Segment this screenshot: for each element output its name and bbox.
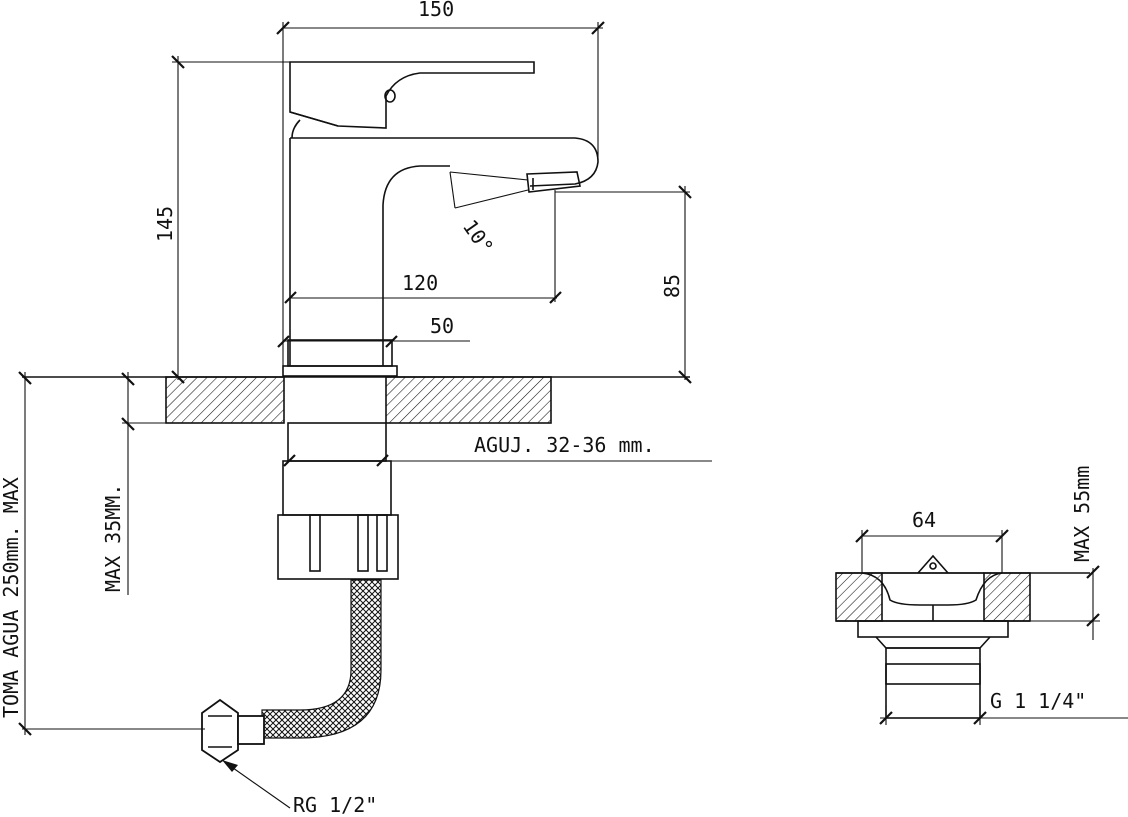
dim-50-label: 50 [430,314,454,338]
dim-drain-thread: G 1 1/4" [879,689,1128,725]
dim-hole-label: AGUJ. 32-36 mm. [474,433,655,457]
dim-angle-label: 10° [458,215,498,258]
dim-drain-max-label: MAX 55mm [1070,466,1094,562]
flex-hose [201,579,382,764]
dim-water-inlet-label: TOMA AGUA 250mm. MAX [0,477,23,718]
dim-drain-width-label: 64 [912,508,936,532]
dim-145-label: 145 [153,206,177,242]
angle-mark: 10° [449,171,529,258]
dim-50: 50 [277,314,470,348]
dim-hose-connection: RG 1/2" [222,760,377,817]
dim-drain-max: MAX 55mm [1030,466,1100,640]
dim-water-inlet: TOMA AGUA 250mm. MAX [0,371,205,736]
faucet-body [282,137,599,377]
dim-hose-connection-label: RG 1/2" [293,793,377,817]
mounting-shank [277,422,399,580]
drain-detail [835,554,1090,719]
dim-120-label: 120 [402,271,438,295]
dim-150-label: 150 [418,0,454,21]
faucet-handle [289,61,535,139]
dim-drain-width: 64 [855,508,1009,573]
dim-85: 85 [555,185,692,384]
dim-150: 150 [276,0,605,366]
dim-85-label: 85 [660,274,684,298]
dim-hole: AGUJ. 32-36 mm. [283,433,712,467]
dim-145: 145 [153,55,290,384]
dim-countertop-max: MAX 35MM. [101,372,166,595]
countertop [22,376,690,424]
dim-drain-thread-label: G 1 1/4" [990,689,1086,713]
dim-countertop-max-label: MAX 35MM. [101,484,125,592]
aerator [526,171,581,193]
dim-120: 120 [284,190,562,304]
